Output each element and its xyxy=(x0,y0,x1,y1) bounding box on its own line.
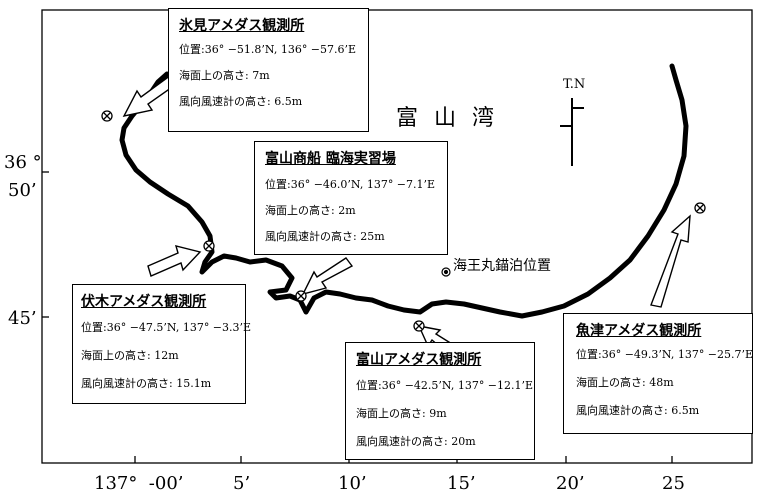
north-arrow-icon xyxy=(560,98,584,166)
marker-himi xyxy=(101,110,113,122)
station-elevation: 海面上の高さ: 7m xyxy=(179,69,270,82)
lon-label-05: 5’ xyxy=(233,473,250,494)
north-label: T.N xyxy=(563,77,586,92)
station-markers xyxy=(101,110,706,332)
station-name: 富山アメダス観測所 xyxy=(356,352,482,368)
station-elevation: 海面上の高さ: 2m xyxy=(265,204,356,217)
lon-label-00: 137° -00’ xyxy=(94,473,184,494)
marker-toyama xyxy=(413,320,425,332)
mooring-marker xyxy=(441,267,451,277)
marker-uozu xyxy=(694,202,706,214)
station-anemometer-height: 風向風速計の高さ: 15.1m xyxy=(81,377,212,390)
station-position: 位置:36° −42.5’N, 137° −12.1’E xyxy=(356,379,534,392)
marker-shosen xyxy=(295,290,307,302)
bay-name: 富山湾 xyxy=(396,106,511,131)
station-name: 富山商船 臨海実習場 xyxy=(265,151,396,167)
station-position: 位置:36° −46.0’N, 137° −7.1’E xyxy=(265,178,436,191)
station-elevation: 海面上の高さ: 48m xyxy=(576,376,674,389)
station-position: 位置:36° −47.5’N, 137° −3.3’E xyxy=(81,321,252,334)
mooring-label: 海王丸錨泊位置 xyxy=(453,258,551,274)
station-name: 氷見アメダス観測所 xyxy=(179,18,305,34)
arrow-fushiki xyxy=(147,245,202,277)
station-anemometer-height: 風向風速計の高さ: 20m xyxy=(356,435,476,448)
station-elevation: 海面上の高さ: 12m xyxy=(81,349,179,362)
station-box-shosen: 富山商船 臨海実習場 位置:36° −46.0’N, 137° −7.1’E 海… xyxy=(254,141,448,255)
station-name: 伏木アメダス観測所 xyxy=(81,294,207,310)
station-elevation: 海面上の高さ: 9m xyxy=(356,407,447,420)
station-box-toyama: 富山アメダス観測所 位置:36° −42.5’N, 137° −12.1’E 海… xyxy=(345,342,535,460)
lat-label-deg-50: 36 ° xyxy=(4,152,42,173)
map-frame xyxy=(41,9,753,464)
station-anemometer-height: 風向風速計の高さ: 6.5m xyxy=(576,404,700,417)
station-box-himi: 氷見アメダス観測所 位置:36° −51.8’N, 136° −57.6’E 海… xyxy=(168,8,369,132)
station-name: 魚津アメダス観測所 xyxy=(576,323,702,339)
lat-label-min-50: 50’ xyxy=(8,180,37,201)
arrow-uozu xyxy=(650,214,691,308)
station-anemometer-height: 風向風速計の高さ: 6.5m xyxy=(179,95,303,108)
station-position: 位置:36° −49.3’N, 137° −25.7’E xyxy=(576,348,754,361)
station-box-fushiki: 伏木アメダス観測所 位置:36° −47.5’N, 137° −3.3’E 海面… xyxy=(72,284,252,404)
arrow-shosen xyxy=(301,257,354,296)
station-position: 位置:36° −51.8’N, 136° −57.6’E xyxy=(179,43,357,56)
marker-fushiki xyxy=(203,240,215,252)
station-box-uozu: 魚津アメダス観測所 位置:36° −49.3’N, 137° −25.7’E 海… xyxy=(563,313,753,434)
lat-label-min-45: 45’ xyxy=(8,308,37,329)
station-anemometer-height: 風向風速計の高さ: 25m xyxy=(265,230,385,243)
lon-label-10: 10’ xyxy=(338,473,367,494)
lon-label-20: 20’ xyxy=(556,473,585,494)
lon-label-15: 15’ xyxy=(447,473,476,494)
lon-label-25: 25 xyxy=(662,473,685,494)
